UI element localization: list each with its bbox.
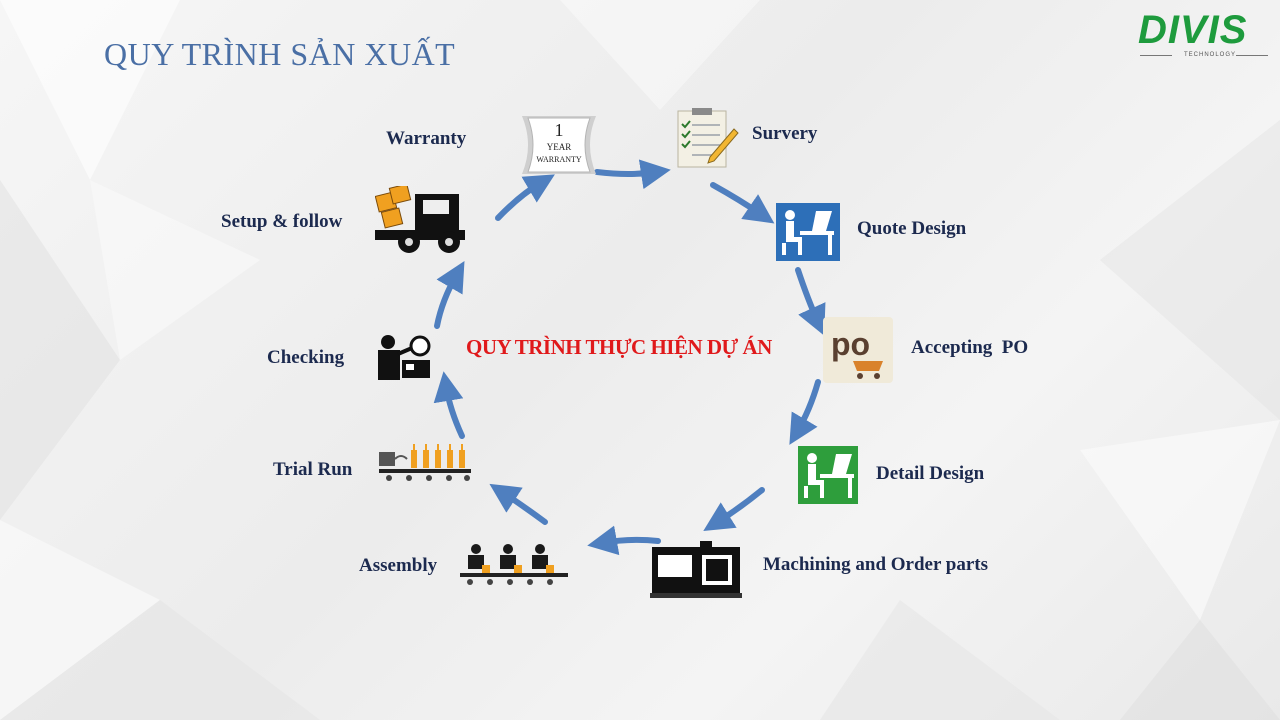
logo-tagline: TECHNOLOGY xyxy=(1184,52,1237,58)
forklift-truck-icon xyxy=(375,186,465,253)
arrow-setup-to-warranty xyxy=(495,174,555,221)
step-label-machining: Machining and Order parts xyxy=(763,554,989,575)
po-text: po xyxy=(831,326,870,362)
warranty-number: 1 xyxy=(555,120,564,140)
step-label-assembly: Assembly xyxy=(359,555,438,576)
assembly-line-icon xyxy=(460,544,568,585)
step-label-survey: Survery xyxy=(752,123,818,144)
center-title: QUY TRÌNH THỰC HIỆN DỰ ÁN xyxy=(466,335,772,359)
arrow-warranty-to-survey xyxy=(594,159,671,190)
arrow-survey-to-quote xyxy=(710,182,775,224)
arrow-machining-to-assembly xyxy=(587,525,661,556)
arrow-quote-to-po xyxy=(795,267,826,336)
cnc-machine-icon xyxy=(650,541,742,598)
step-label-detail-design: Detail Design xyxy=(876,463,985,484)
step-label-checking: Checking xyxy=(267,347,345,368)
warranty-line2: WARRANTY xyxy=(536,155,582,164)
conveyor-bottles-icon xyxy=(379,444,471,481)
warranty-line1: YEAR xyxy=(547,142,572,152)
arrow-checking-to-setup xyxy=(434,261,465,329)
step-label-trial-run: Trial Run xyxy=(273,459,353,480)
designer-desk-green-icon xyxy=(798,446,858,504)
arrow-detail-to-machining xyxy=(703,487,765,531)
arrow-trial-to-checking xyxy=(433,371,465,439)
slide-title: QUY TRÌNH SẢN XUẤT xyxy=(104,36,456,72)
step-label-setup-follow: Setup & follow xyxy=(221,211,343,232)
clipboard-pencil-icon xyxy=(677,108,739,168)
warranty-badge-icon: 1 YEAR WARRANTY xyxy=(522,116,596,174)
designer-desk-blue-icon xyxy=(776,203,840,261)
step-label-accepting-po: Accepting PO xyxy=(911,337,1029,358)
arrow-assembly-to-trial xyxy=(489,483,548,525)
step-label-quote-design: Quote Design xyxy=(857,218,967,239)
company-logo: DIVIS TECHNOLOGY xyxy=(1136,8,1270,62)
step-label-warranty: Warranty xyxy=(386,128,467,149)
arrow-po-to-detail xyxy=(789,379,821,445)
po-cart-icon: po xyxy=(823,317,893,383)
inspector-magnifier-icon xyxy=(378,335,431,380)
logo-wordmark: DIVIS xyxy=(1138,8,1248,52)
